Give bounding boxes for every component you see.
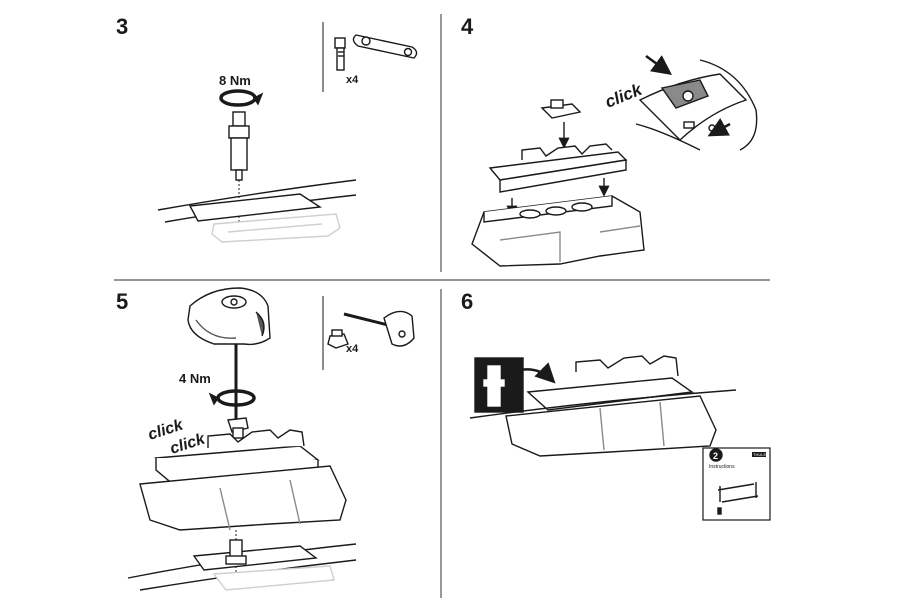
bolt-icon <box>334 37 346 71</box>
torque-arrow-icon <box>219 89 264 107</box>
step-6-booklet-page: 2 <box>713 451 718 461</box>
step-4-number: 4 <box>461 14 474 39</box>
torque-arrow-icon <box>208 389 256 407</box>
step-6-booklet-brand: THULE <box>753 452 766 457</box>
step-6-panel <box>469 355 771 521</box>
step-5-panel <box>127 287 415 591</box>
step-3-bolt <box>228 111 250 181</box>
step-6-foot <box>469 355 737 457</box>
step-5-number: 5 <box>116 289 129 314</box>
step-5-torque-handle <box>187 287 271 346</box>
clip-plate-icon <box>352 34 418 59</box>
panel-dividers <box>114 14 770 598</box>
step-5-quantity-label: x4 <box>346 343 359 355</box>
step-6-booklet-title: Instructions <box>709 464 735 470</box>
step-3-number: 3 <box>116 14 129 39</box>
step-3-quantity-label: x4 <box>346 74 359 86</box>
step-4-click-detail <box>635 59 758 151</box>
step-3-torque-label: 8 Nm <box>219 73 251 88</box>
step-3-panel <box>157 22 418 243</box>
step-5-torque-label: 4 Nm <box>179 371 211 386</box>
step-6-booklet <box>702 447 771 521</box>
step-5-foot <box>139 429 347 531</box>
step-5-roof <box>127 539 357 591</box>
step-3-roof <box>157 179 357 243</box>
step-4-foot <box>471 195 645 267</box>
step-6-number: 6 <box>461 289 474 314</box>
hex-key-icon <box>343 310 415 347</box>
nut-icon <box>327 329 349 349</box>
step-6-inset <box>474 357 524 413</box>
step-4-click-label: click <box>602 79 646 111</box>
step-4-carrier <box>488 143 628 193</box>
step-4-clip <box>540 99 582 119</box>
step-4-panel <box>471 54 758 267</box>
